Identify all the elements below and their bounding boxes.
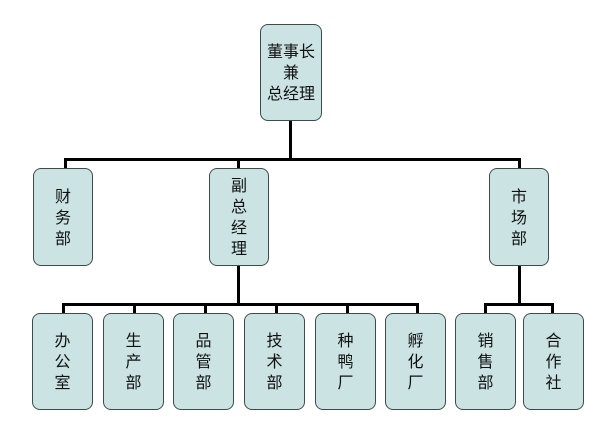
node-label-line: 作 (545, 352, 562, 371)
connector-quality-drop (204, 303, 207, 315)
connector-marketing-down (518, 265, 521, 305)
node-label-line: 种 (337, 331, 354, 350)
node-label-line: 销 (477, 331, 494, 350)
connector-finance-drop (64, 158, 67, 170)
node-label-line: 理 (230, 239, 247, 258)
node-label-line: 合 (545, 331, 562, 350)
node-label-line: 厂 (407, 373, 424, 392)
node-label-line: 孵 (407, 331, 424, 350)
connector-production-drop (133, 303, 136, 315)
connector-marketing-drop (518, 158, 521, 170)
connector-vp-down (237, 265, 240, 305)
node-breeding-duck-farm: 种 鸭 厂 (315, 313, 376, 410)
node-office: 办 公 室 (32, 313, 93, 410)
node-label-line: 部 (125, 373, 142, 392)
node-label-line: 管 (195, 352, 212, 371)
node-label-line: 厂 (337, 373, 354, 392)
connector-marketing-children-bar (484, 303, 554, 306)
node-label-line: 董事长 (266, 42, 315, 61)
node-label-line: 社 (545, 373, 562, 392)
connector-technology-drop (275, 303, 278, 315)
node-label-line: 总经理 (266, 84, 315, 103)
connector-breeding-drop (346, 303, 349, 315)
node-label-line: 务 (54, 207, 71, 227)
node-label-line: 部 (477, 373, 494, 392)
node-label-line: 鸭 (337, 352, 354, 371)
node-cooperative: 合 作 社 (523, 313, 584, 410)
node-label-line: 品 (195, 331, 212, 350)
connector-vp-drop (237, 158, 240, 170)
connector-cooperative-drop (551, 303, 554, 315)
connector-sales-drop (484, 303, 487, 315)
node-quality-department: 品 管 部 (173, 313, 234, 410)
node-technology-department: 技 术 部 (244, 313, 305, 410)
node-production-department: 生 产 部 (103, 313, 164, 410)
node-label-line: 部 (195, 373, 212, 392)
connector-root-down (289, 119, 292, 159)
node-label-line: 公 (54, 352, 71, 371)
connector-office-drop (62, 303, 65, 315)
node-label-line: 室 (54, 373, 71, 392)
node-deputy-general-manager: 副 总 经 理 (209, 168, 269, 266)
node-label-line: 生 (125, 331, 142, 350)
connector-hatchery-drop (416, 303, 419, 315)
node-chairman-general-manager: 董事长 兼 总经理 (260, 24, 322, 121)
node-label-line: 部 (510, 228, 527, 248)
node-hatchery: 孵 化 厂 (385, 313, 446, 410)
node-label-line: 市 (510, 186, 527, 206)
node-label-line: 化 (407, 352, 424, 371)
connector-level2-bar (64, 158, 521, 161)
node-label-line: 部 (54, 228, 71, 248)
node-label-line: 总 (230, 197, 247, 216)
node-label-line: 场 (510, 207, 527, 227)
node-finance-department: 财 务 部 (33, 168, 93, 266)
node-label-line: 产 (125, 352, 142, 371)
node-label-line: 技 (266, 331, 283, 350)
node-label-line: 部 (266, 373, 283, 392)
node-label-line: 售 (477, 352, 494, 371)
node-label-line: 财 (54, 186, 71, 206)
node-label-line: 经 (230, 218, 247, 237)
node-label-line: 副 (230, 176, 247, 195)
node-marketing-department: 市 场 部 (489, 168, 549, 266)
node-sales-department: 销 售 部 (455, 313, 516, 410)
node-label-line: 办 (54, 331, 71, 350)
node-label-line: 兼 (282, 63, 299, 82)
node-label-line: 术 (266, 352, 283, 371)
connector-vp-children-bar (62, 303, 419, 306)
